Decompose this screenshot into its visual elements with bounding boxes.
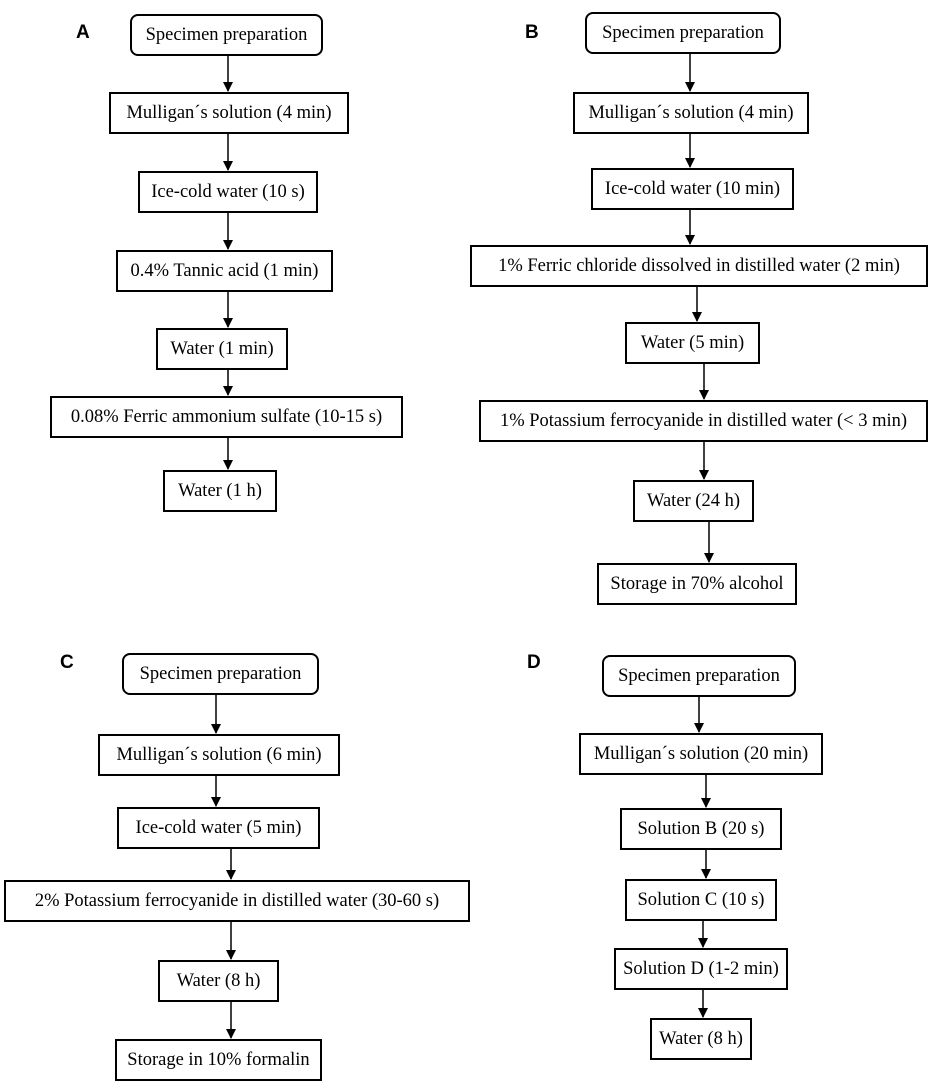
flow-step: Water (1 h) (163, 470, 277, 512)
flow-step: Water (8 h) (650, 1018, 752, 1060)
flow-step: Storage in 10% formalin (115, 1039, 322, 1081)
flow-step: Specimen preparation (130, 14, 323, 56)
flow-step: Water (24 h) (633, 480, 754, 522)
flow-step: Mulligan´s solution (6 min) (98, 734, 340, 776)
flow-step: Mulligan´s solution (4 min) (573, 92, 809, 134)
flow-step: 1% Potassium ferrocyanide in distilled w… (479, 400, 928, 442)
panel-letter-a: A (76, 22, 90, 43)
flow-step: Solution B (20 s) (620, 808, 782, 850)
flow-step: Ice-cold water (10 min) (591, 168, 794, 210)
flow-step: Ice-cold water (5 min) (117, 807, 320, 849)
flow-step: Specimen preparation (602, 655, 796, 697)
flow-step: Ice-cold water (10 s) (138, 171, 318, 213)
flow-step: 2% Potassium ferrocyanide in distilled w… (4, 880, 470, 922)
panel-letter-c: C (60, 652, 74, 673)
panel-letter-b: B (525, 22, 539, 43)
flow-step: Water (5 min) (625, 322, 760, 364)
flow-step: Water (8 h) (158, 960, 279, 1002)
flow-step: 0.08% Ferric ammonium sulfate (10-15 s) (50, 396, 403, 438)
flow-step: Mulligan´s solution (4 min) (109, 92, 349, 134)
flow-step: Storage in 70% alcohol (597, 563, 797, 605)
flow-step: Water (1 min) (156, 328, 288, 370)
flow-step: Mulligan´s solution (20 min) (579, 733, 823, 775)
flow-step: 0.4% Tannic acid (1 min) (116, 250, 333, 292)
panel-letter-d: D (527, 652, 541, 673)
flow-step: Solution D (1-2 min) (614, 948, 788, 990)
flow-step: Solution C (10 s) (625, 879, 777, 921)
flow-step: Specimen preparation (122, 653, 319, 695)
flow-step: Specimen preparation (585, 12, 781, 54)
flow-step: 1% Ferric chloride dissolved in distille… (470, 245, 928, 287)
